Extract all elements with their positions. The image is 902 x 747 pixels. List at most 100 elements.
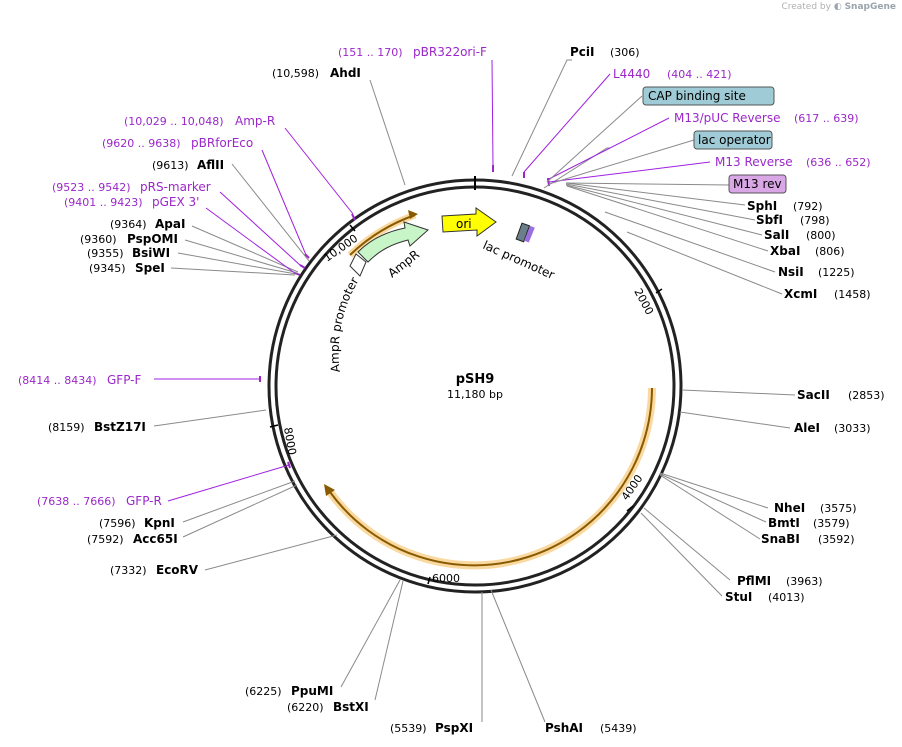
enzyme-nhei-pos: (3575) [820, 502, 857, 515]
enzyme-ppumi-pos: (6225) [245, 685, 282, 698]
enzyme-sali-pos: (800) [806, 229, 836, 242]
orf-arc-arrowhead [324, 484, 335, 496]
enzyme-bsiwi[interactable]: BsiWI [132, 246, 170, 260]
enzyme-sphi-pos: (792) [793, 200, 823, 213]
lac-promoter-feature[interactable] [515, 222, 531, 243]
enzyme-ecorv-pos: (7332) [110, 564, 147, 577]
primer-ampr-pos: (10,029 .. 10,048) [124, 115, 224, 128]
m13-rev-box[interactable] [728, 174, 787, 194]
enzyme-pspomi[interactable]: PspOMI [127, 232, 178, 246]
enzyme-sacii[interactable]: SacII [797, 388, 830, 402]
primer-l4440[interactable]: L4440 [613, 67, 650, 81]
enzyme-pshai[interactable]: PshAI [545, 721, 583, 735]
snapgene-credit: Created by ◐ SnapGene [781, 2, 896, 12]
snapgene-logo: ◐ [833, 2, 842, 12]
enzyme-bstxi[interactable]: BstXI [333, 700, 369, 714]
tick-2000 [655, 288, 663, 294]
lac-operator-label: lac operator [698, 133, 771, 147]
ampr-promoter-label: AmpR promoter [328, 275, 362, 374]
primer-gfpf-pos: (8414 .. 8434) [18, 374, 97, 387]
enzyme-aflii[interactable]: AflII [197, 158, 224, 172]
primer-gfpf[interactable]: GFP-F [107, 373, 142, 387]
primer-leaders [154, 59, 731, 502]
enzyme-xbai[interactable]: XbaI [770, 244, 800, 258]
primer-prs-pos: (9523 .. 9542) [52, 181, 131, 194]
orf-arc [329, 387, 653, 567]
enzyme-stui[interactable]: StuI [725, 590, 752, 604]
enzyme-labels-left: (10,598) AhdI (9613) AflII (9364) ApaI (… [48, 66, 473, 735]
tick-10000 [349, 224, 356, 232]
plasmid-name: pSH9 [456, 372, 495, 387]
tick-label-2000: 2000 [631, 286, 656, 317]
enzyme-pshai-pos: (5439) [600, 722, 637, 735]
primer-m13reverse[interactable]: M13 Reverse [715, 155, 793, 169]
enzyme-snabi[interactable]: SnaBI [761, 532, 800, 546]
enzyme-pflmi[interactable]: PflMI [737, 574, 771, 588]
enzyme-ppumi[interactable]: PpuMI [291, 684, 333, 698]
enzyme-ahdi[interactable]: AhdI [330, 66, 361, 80]
enzyme-xcmi-pos: (1458) [834, 288, 871, 301]
tick-8000 [269, 424, 279, 428]
lac-promoter-label: lac promoter [481, 238, 557, 282]
enzyme-aflii-pos: (9613) [152, 159, 189, 172]
enzyme-bstz17i-pos: (8159) [48, 421, 85, 434]
ampr-promoter-feature[interactable] [349, 253, 367, 277]
enzyme-kpni[interactable]: KpnI [144, 516, 175, 530]
boxed-feature-labels: CAP binding site lac operator M13 rev [642, 86, 787, 194]
primer-l4440-pos: (404 .. 421) [667, 68, 732, 81]
ampr-feature[interactable] [357, 221, 429, 263]
enzyme-bstz17i[interactable]: BstZ17I [94, 420, 146, 434]
primer-pbrforeco-pos: (9620 .. 9638) [102, 137, 181, 150]
enzyme-apai-pos: (9364) [110, 218, 147, 231]
lac-operator-box[interactable] [693, 130, 773, 150]
enzyme-xbai-pos: (806) [815, 245, 845, 258]
primer-pgex[interactable]: pGEX 3' [152, 195, 199, 209]
enzyme-spei[interactable]: SpeI [135, 261, 165, 275]
cap-binding-site-box[interactable] [642, 86, 775, 106]
ori-feature[interactable] [441, 207, 497, 237]
enzyme-apai[interactable]: ApaI [155, 217, 185, 231]
primer-pbr322ori-pos: (151 .. 170) [338, 46, 403, 59]
enzyme-sbfi[interactable]: SbfI [756, 213, 783, 227]
enzyme-pcii-pos: (306) [610, 46, 640, 59]
amp-orf-arrowhead [408, 210, 418, 219]
primer-prs[interactable]: pRS-marker [140, 180, 211, 194]
enzyme-sali[interactable]: SalI [764, 228, 789, 242]
enzyme-alei[interactable]: AleI [794, 421, 820, 435]
credit-brand: SnapGene [844, 2, 896, 12]
primer-gfpr[interactable]: GFP-R [126, 494, 162, 508]
enzyme-snabi-pos: (3592) [818, 533, 855, 546]
enzyme-ecorv[interactable]: EcoRV [156, 563, 199, 577]
tick-label-6000: 6000 [432, 572, 460, 585]
tick-4000 [626, 505, 634, 512]
primer-mark-ampr [351, 213, 356, 221]
enzyme-nsii[interactable]: NsiI [778, 265, 804, 279]
enzyme-pspxi-pos: (5539) [390, 722, 427, 735]
enzyme-sacii-pos: (2853) [848, 389, 885, 402]
primer-labels-right: L4440 (404 .. 421) M13/pUC Reverse (617 … [613, 67, 871, 169]
enzyme-sphi[interactable]: SphI [747, 199, 777, 213]
enzyme-xcmi[interactable]: XcmI [784, 287, 817, 301]
enzyme-sbfi-pos: (798) [800, 214, 830, 227]
enzyme-stui-pos: (4013) [768, 591, 805, 604]
tick-label-8000: 8000 [281, 426, 299, 456]
enzyme-bstxi-pos: (6220) [287, 701, 324, 714]
enzyme-alei-pos: (3033) [834, 422, 871, 435]
enzyme-nhei[interactable]: NheI [774, 501, 805, 515]
primer-pbrforeco[interactable]: pBRforEco [191, 136, 253, 150]
enzyme-pspxi[interactable]: PspXI [435, 721, 473, 735]
primer-ampr[interactable]: Amp-R [235, 114, 275, 128]
primer-m13puc[interactable]: M13/pUC Reverse [674, 111, 781, 125]
plasmid-length: 11,180 bp [447, 388, 503, 401]
tick-6000 [427, 576, 431, 585]
enzyme-pcii[interactable]: PciI [570, 45, 595, 59]
enzyme-bmti[interactable]: BmtI [768, 516, 800, 530]
enzyme-nsii-pos: (1225) [818, 266, 855, 279]
enzyme-acc65i[interactable]: Acc65I [133, 532, 178, 546]
enzyme-bsiwi-pos: (9355) [87, 247, 124, 260]
enzyme-pspomi-pos: (9360) [80, 233, 117, 246]
primer-pbr322ori[interactable]: pBR322ori-F [413, 45, 487, 59]
cap-binding-site-label: CAP binding site [648, 89, 746, 103]
m13-rev-label: M13 rev [733, 177, 782, 191]
